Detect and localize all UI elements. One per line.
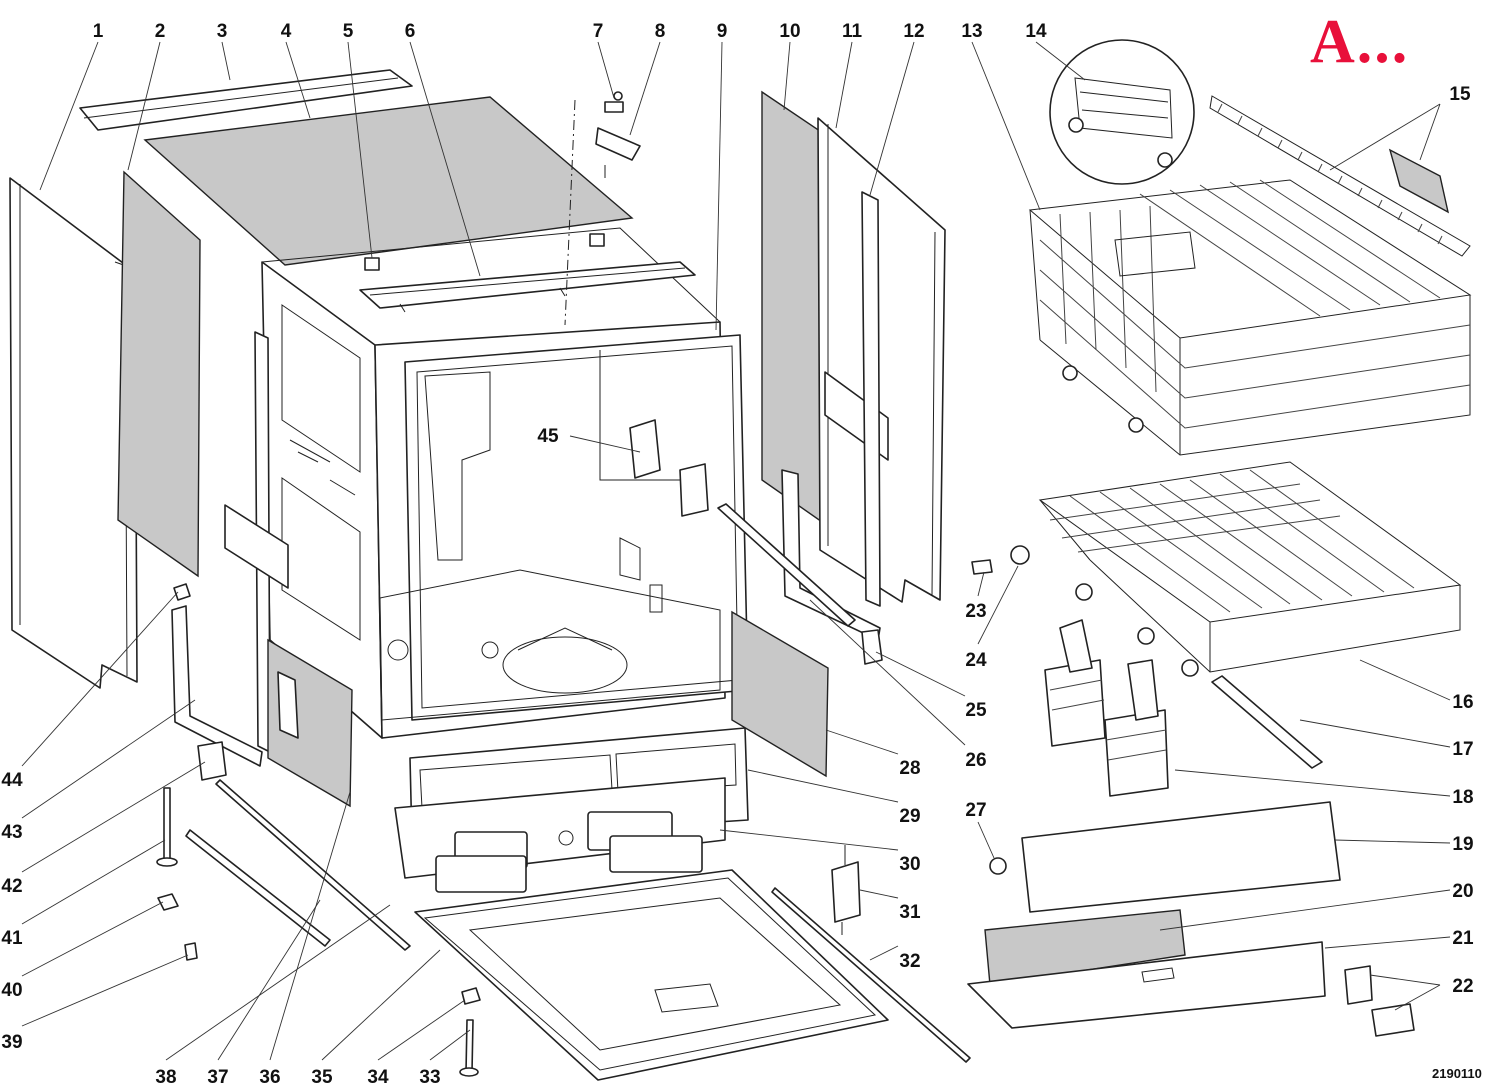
part-small-bracket [861, 629, 883, 665]
callout-11: 11 [842, 21, 863, 42]
part-cutlery-baskets [1044, 619, 1169, 797]
callout-9: 9 [717, 21, 728, 42]
part-right-side-panel [781, 117, 946, 641]
part-spray-arm [1211, 675, 1323, 769]
callout-labels: 1 2 3 4 5 6 7 8 9 10 11 12 13 14 15 16 1… [1, 21, 1474, 1088]
part-top-bracket [359, 233, 696, 313]
part-control-board [394, 777, 726, 893]
callout-32: 32 [899, 951, 920, 972]
callout-23: 23 [965, 601, 986, 622]
callout-7: 7 [593, 21, 604, 42]
callout-28: 28 [899, 758, 920, 779]
callout-8: 8 [655, 21, 666, 42]
part-left-side-panel [9, 177, 138, 689]
part-plinth-insulation [984, 909, 1186, 986]
callout-14: 14 [1025, 21, 1047, 42]
callout-33: 33 [419, 1067, 440, 1088]
part-hinge-clip [564, 91, 641, 326]
part-door-spring-rod [771, 887, 971, 1063]
callout-12: 12 [903, 21, 924, 42]
callout-26: 26 [965, 750, 986, 771]
callout-38: 38 [155, 1067, 176, 1088]
callout-25: 25 [965, 700, 987, 721]
part-side-strip-right [717, 503, 856, 627]
part-upper-basket [1028, 179, 1472, 456]
callout-27: 27 [965, 800, 986, 821]
part-worktop-panel [143, 96, 634, 266]
callout-21: 21 [1452, 928, 1474, 949]
callout-31: 31 [899, 902, 921, 923]
part-top-rail [79, 69, 413, 131]
part-door-lock [1344, 965, 1415, 1037]
part-foot-and-switch [156, 741, 227, 961]
callout-4: 4 [281, 21, 292, 42]
callout-17: 17 [1452, 739, 1473, 760]
callout-45: 45 [537, 426, 559, 447]
callout-44: 44 [1, 770, 23, 791]
callout-30: 30 [899, 854, 920, 875]
part-insulation-panel-left [117, 170, 201, 578]
part-lower-basket [1038, 461, 1462, 677]
callout-34: 34 [367, 1067, 389, 1088]
part-door-hinges [629, 419, 709, 517]
part-door-cable [215, 779, 411, 951]
callout-42: 42 [1, 876, 22, 897]
part-insulation-panel-front-right [731, 610, 829, 778]
callout-13: 13 [961, 21, 982, 42]
part-tub-housing [261, 227, 749, 739]
callout-19: 19 [1452, 834, 1473, 855]
callout-35: 35 [311, 1067, 333, 1088]
callout-15: 15 [1449, 84, 1471, 105]
part-screw-feet [459, 987, 481, 1077]
callout-18: 18 [1452, 787, 1473, 808]
part-plinth-panel [967, 941, 1326, 1029]
leader-lines [21, 41, 1451, 1061]
part-plinth-cover [1021, 801, 1341, 913]
callout-41: 41 [1, 928, 23, 949]
part-lower-gasket-left [171, 583, 263, 767]
part-door-inner-panel [414, 869, 889, 1081]
callout-1: 1 [93, 21, 104, 42]
sheet-header: A... [1310, 8, 1410, 76]
callout-37: 37 [207, 1067, 228, 1088]
callout-20: 20 [1452, 881, 1473, 902]
part-rack-shelf-grid [1209, 95, 1471, 257]
callout-16: 16 [1452, 692, 1473, 713]
callout-24: 24 [965, 650, 987, 671]
callout-6: 6 [405, 21, 416, 42]
part-door-rod-left [185, 829, 331, 947]
part-nut [989, 857, 1007, 875]
callout-5: 5 [343, 21, 354, 42]
callout-43: 43 [1, 822, 22, 843]
callout-10: 10 [779, 21, 800, 42]
drawing-number: 2190110 [1432, 1066, 1482, 1081]
callout-2: 2 [155, 21, 166, 42]
callout-3: 3 [217, 21, 228, 42]
callout-29: 29 [899, 806, 920, 827]
callout-36: 36 [259, 1067, 280, 1088]
callout-22: 22 [1452, 976, 1473, 997]
callout-39: 39 [1, 1032, 22, 1053]
callout-40: 40 [1, 980, 22, 1001]
part-rack-wheel-detail [1049, 39, 1195, 185]
part-clip-plate [277, 671, 299, 739]
part-door-spring [831, 845, 861, 935]
part-rack-roller [971, 545, 1030, 575]
